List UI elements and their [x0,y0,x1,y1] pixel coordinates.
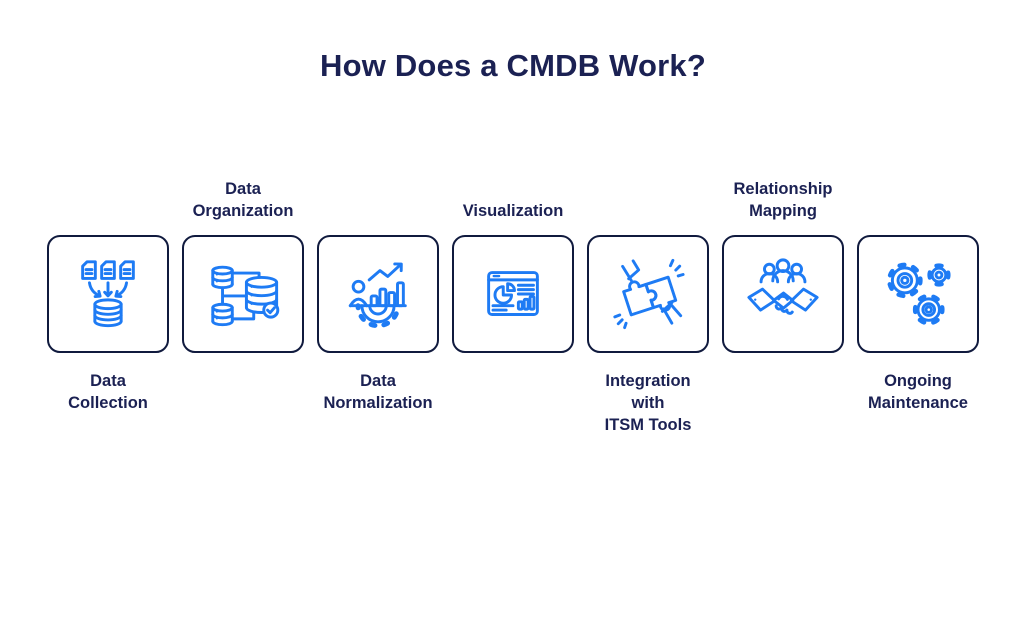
step-integration-itsm: Integration with ITSM Tools [587,172,709,436]
documents-to-database-icon [81,260,135,328]
step-label: Integration with ITSM Tools [604,372,692,434]
step-label: Data Collection [68,372,148,412]
page-title: How Does a CMDB Work? [320,48,706,83]
step-label-spacer [857,172,979,222]
step-data-normalization: Data Normalization [317,172,439,436]
step-card [722,235,844,353]
step-card [857,235,979,353]
step-ongoing-maintenance: Ongoing Maintenance [857,172,979,436]
step-data-collection: Data Collection [47,172,169,436]
step-card [317,235,439,353]
step-label-spacer [317,172,439,222]
step-data-organization: Data Organization [182,172,304,436]
steps-row: Data Collection Data Organization [47,172,979,436]
step-card [47,235,169,353]
infographic: How Does a CMDB Work? [0,48,1026,436]
handshake-team-icon [747,258,819,315]
step-relationship-mapping: Relationship Mapping [722,172,844,436]
hands-puzzle-icon [613,258,685,330]
step-label: Ongoing Maintenance [868,372,968,412]
dashboard-charts-icon [487,271,539,316]
step-card [587,235,709,353]
linked-databases-icon [211,265,280,327]
step-visualization: Visualization [452,172,574,436]
step-label-spacer [587,172,709,222]
step-label: Relationship Mapping [733,180,833,220]
step-label: Data Organization [192,180,294,220]
step-label: Visualization [462,202,564,220]
step-label-spacer [47,172,169,222]
step-card [452,235,574,353]
person-analytics-gear-icon [348,262,407,329]
step-card [182,235,304,353]
gears-icon [887,262,951,326]
step-label: Data Normalization [323,372,433,412]
